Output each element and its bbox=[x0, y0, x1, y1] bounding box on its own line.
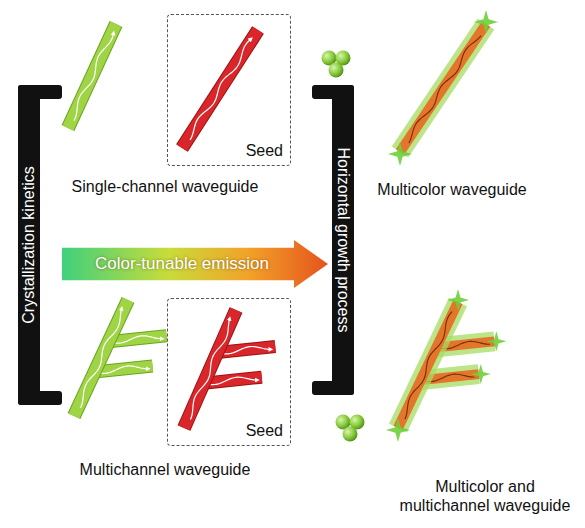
caption-label: Multicolor waveguide bbox=[377, 180, 526, 199]
green-rod bbox=[68, 24, 116, 128]
emission-star bbox=[388, 142, 412, 166]
precursor-balls bbox=[322, 51, 351, 78]
precursor-balls bbox=[336, 415, 365, 442]
bracket-label: Horizontal growth process bbox=[333, 148, 352, 333]
caption-label: Multichannel waveguide bbox=[80, 460, 251, 479]
kinetics-bracket: Crystallization kinetics bbox=[18, 85, 40, 405]
emission-star bbox=[486, 331, 506, 351]
core-shell-rod bbox=[398, 302, 458, 428]
core-shell-rod bbox=[400, 24, 486, 152]
caption-label: Single-channel waveguide bbox=[72, 177, 259, 196]
seed-label: Seed bbox=[246, 141, 283, 160]
seed-box: Seed bbox=[167, 298, 291, 446]
tunable-arrow: Color-tunable emission bbox=[62, 240, 328, 288]
emission-star bbox=[386, 418, 410, 442]
growth-bracket: Horizontal growth process bbox=[332, 85, 354, 395]
caption-label: Multicolor and multichannel waveguide bbox=[390, 477, 580, 515]
emission-star bbox=[474, 10, 498, 34]
emission-star bbox=[471, 364, 491, 384]
emission-star bbox=[447, 289, 469, 311]
seed-box: Seed bbox=[167, 14, 291, 166]
seed-branched-rod bbox=[184, 310, 236, 428]
bracket-label: Crystallization kinetics bbox=[19, 166, 38, 323]
arrow-label: Color-tunable emission bbox=[95, 254, 269, 274]
green-branched-rod bbox=[74, 300, 128, 416]
seed-label: Seed bbox=[246, 421, 283, 440]
seed-rod bbox=[182, 30, 258, 148]
